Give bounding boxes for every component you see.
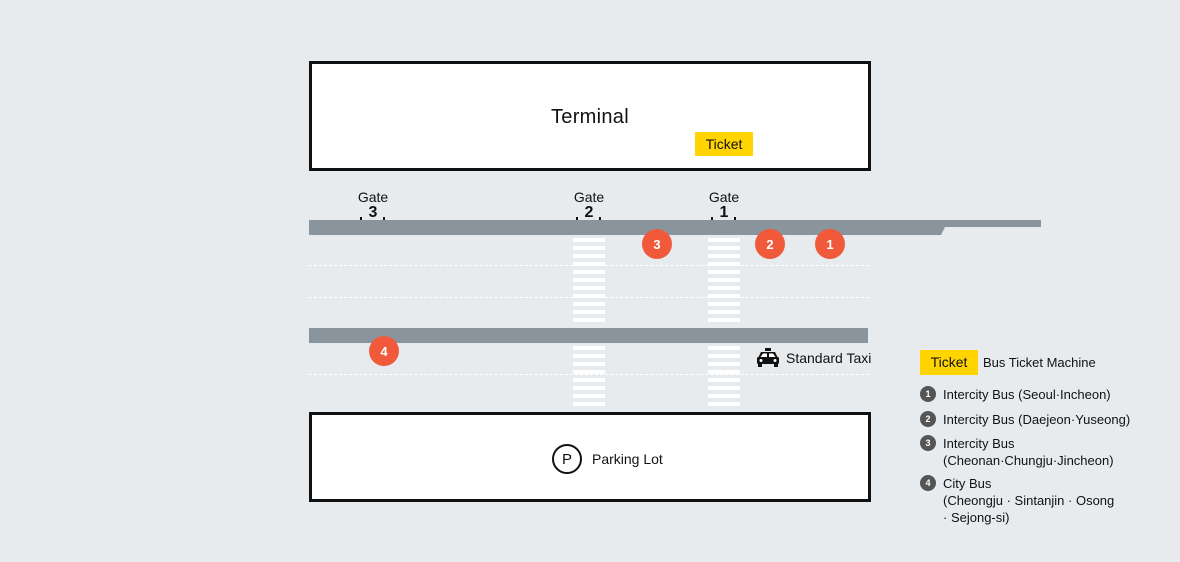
bus-stop-2-marker[interactable]: 2 [755,229,785,259]
lower-platform [309,328,868,343]
gate-number: 3 [368,204,378,221]
legend-item-text: City Bus [943,476,992,491]
legend-item-3: 3 Intercity Bus (Cheonan·Chungju·Jincheo… [920,435,1114,469]
legend: Ticket Bus Ticket Machine 1 Intercity Bu… [920,350,1170,525]
gate-number: 1 [719,204,729,221]
taxi-icon [757,348,779,367]
legend-number-badge: 2 [920,411,936,427]
taxi-stand: Standard Taxi [756,348,871,368]
legend-item-subtext: (Cheongju · Sintanjin · Osong [943,493,1115,508]
bus-stop-4-marker[interactable]: 4 [369,336,399,366]
legend-item-subtext: (Cheonan·Chungju·Jincheon) [943,453,1114,468]
terminal-building: Terminal Ticket [309,61,871,171]
gate-3: Gate 3 [343,189,403,221]
parking-label: Parking Lot [592,451,663,467]
legend-item-4: 4 City Bus (Cheongju · Sintanjin · Osong… [920,475,1114,526]
gate-2: Gate 2 [559,189,619,221]
crosswalk [573,346,605,410]
legend-item-text: Intercity Bus (Seoul·Incheon) [943,387,1111,402]
terminal-title: Terminal [551,106,629,128]
parking-lot-building: P Parking Lot [309,412,871,502]
legend-ticket-text: Bus Ticket Machine [983,355,1096,370]
legend-item-2: 2 Intercity Bus (Daejeon·Yuseong) [920,411,1130,428]
gate-1: Gate 1 [694,189,754,221]
legend-item-text: Intercity Bus (Daejeon·Yuseong) [943,412,1131,427]
parking-icon: P [552,444,582,474]
ticket-machine-badge: Ticket [695,132,753,156]
parking-label-group: P Parking Lot [552,444,663,474]
crosswalk [708,346,740,410]
taxi-label: Standard Taxi [786,350,872,366]
legend-number-badge: 4 [920,475,936,491]
gate-label: Gate [573,189,605,205]
bus-stop-3-marker[interactable]: 3 [642,229,672,259]
legend-number-badge: 3 [920,435,936,451]
legend-ticket-row: Ticket Bus Ticket Machine [920,350,1170,375]
legend-item-subtext: · Sejong-si) [943,510,1010,525]
legend-ticket-badge: Ticket [920,350,978,375]
gate-number: 2 [584,204,594,221]
legend-item-1: 1 Intercity Bus (Seoul·Incheon) [920,386,1111,403]
bus-stop-1-marker[interactable]: 1 [815,229,845,259]
crosswalk [708,238,740,326]
gate-label: Gate [708,189,740,205]
legend-item-text: Intercity Bus [943,436,1015,451]
crosswalk [573,238,605,326]
legend-number-badge: 1 [920,386,936,402]
gate-label: Gate [357,189,389,205]
upper-platform [309,220,1041,235]
